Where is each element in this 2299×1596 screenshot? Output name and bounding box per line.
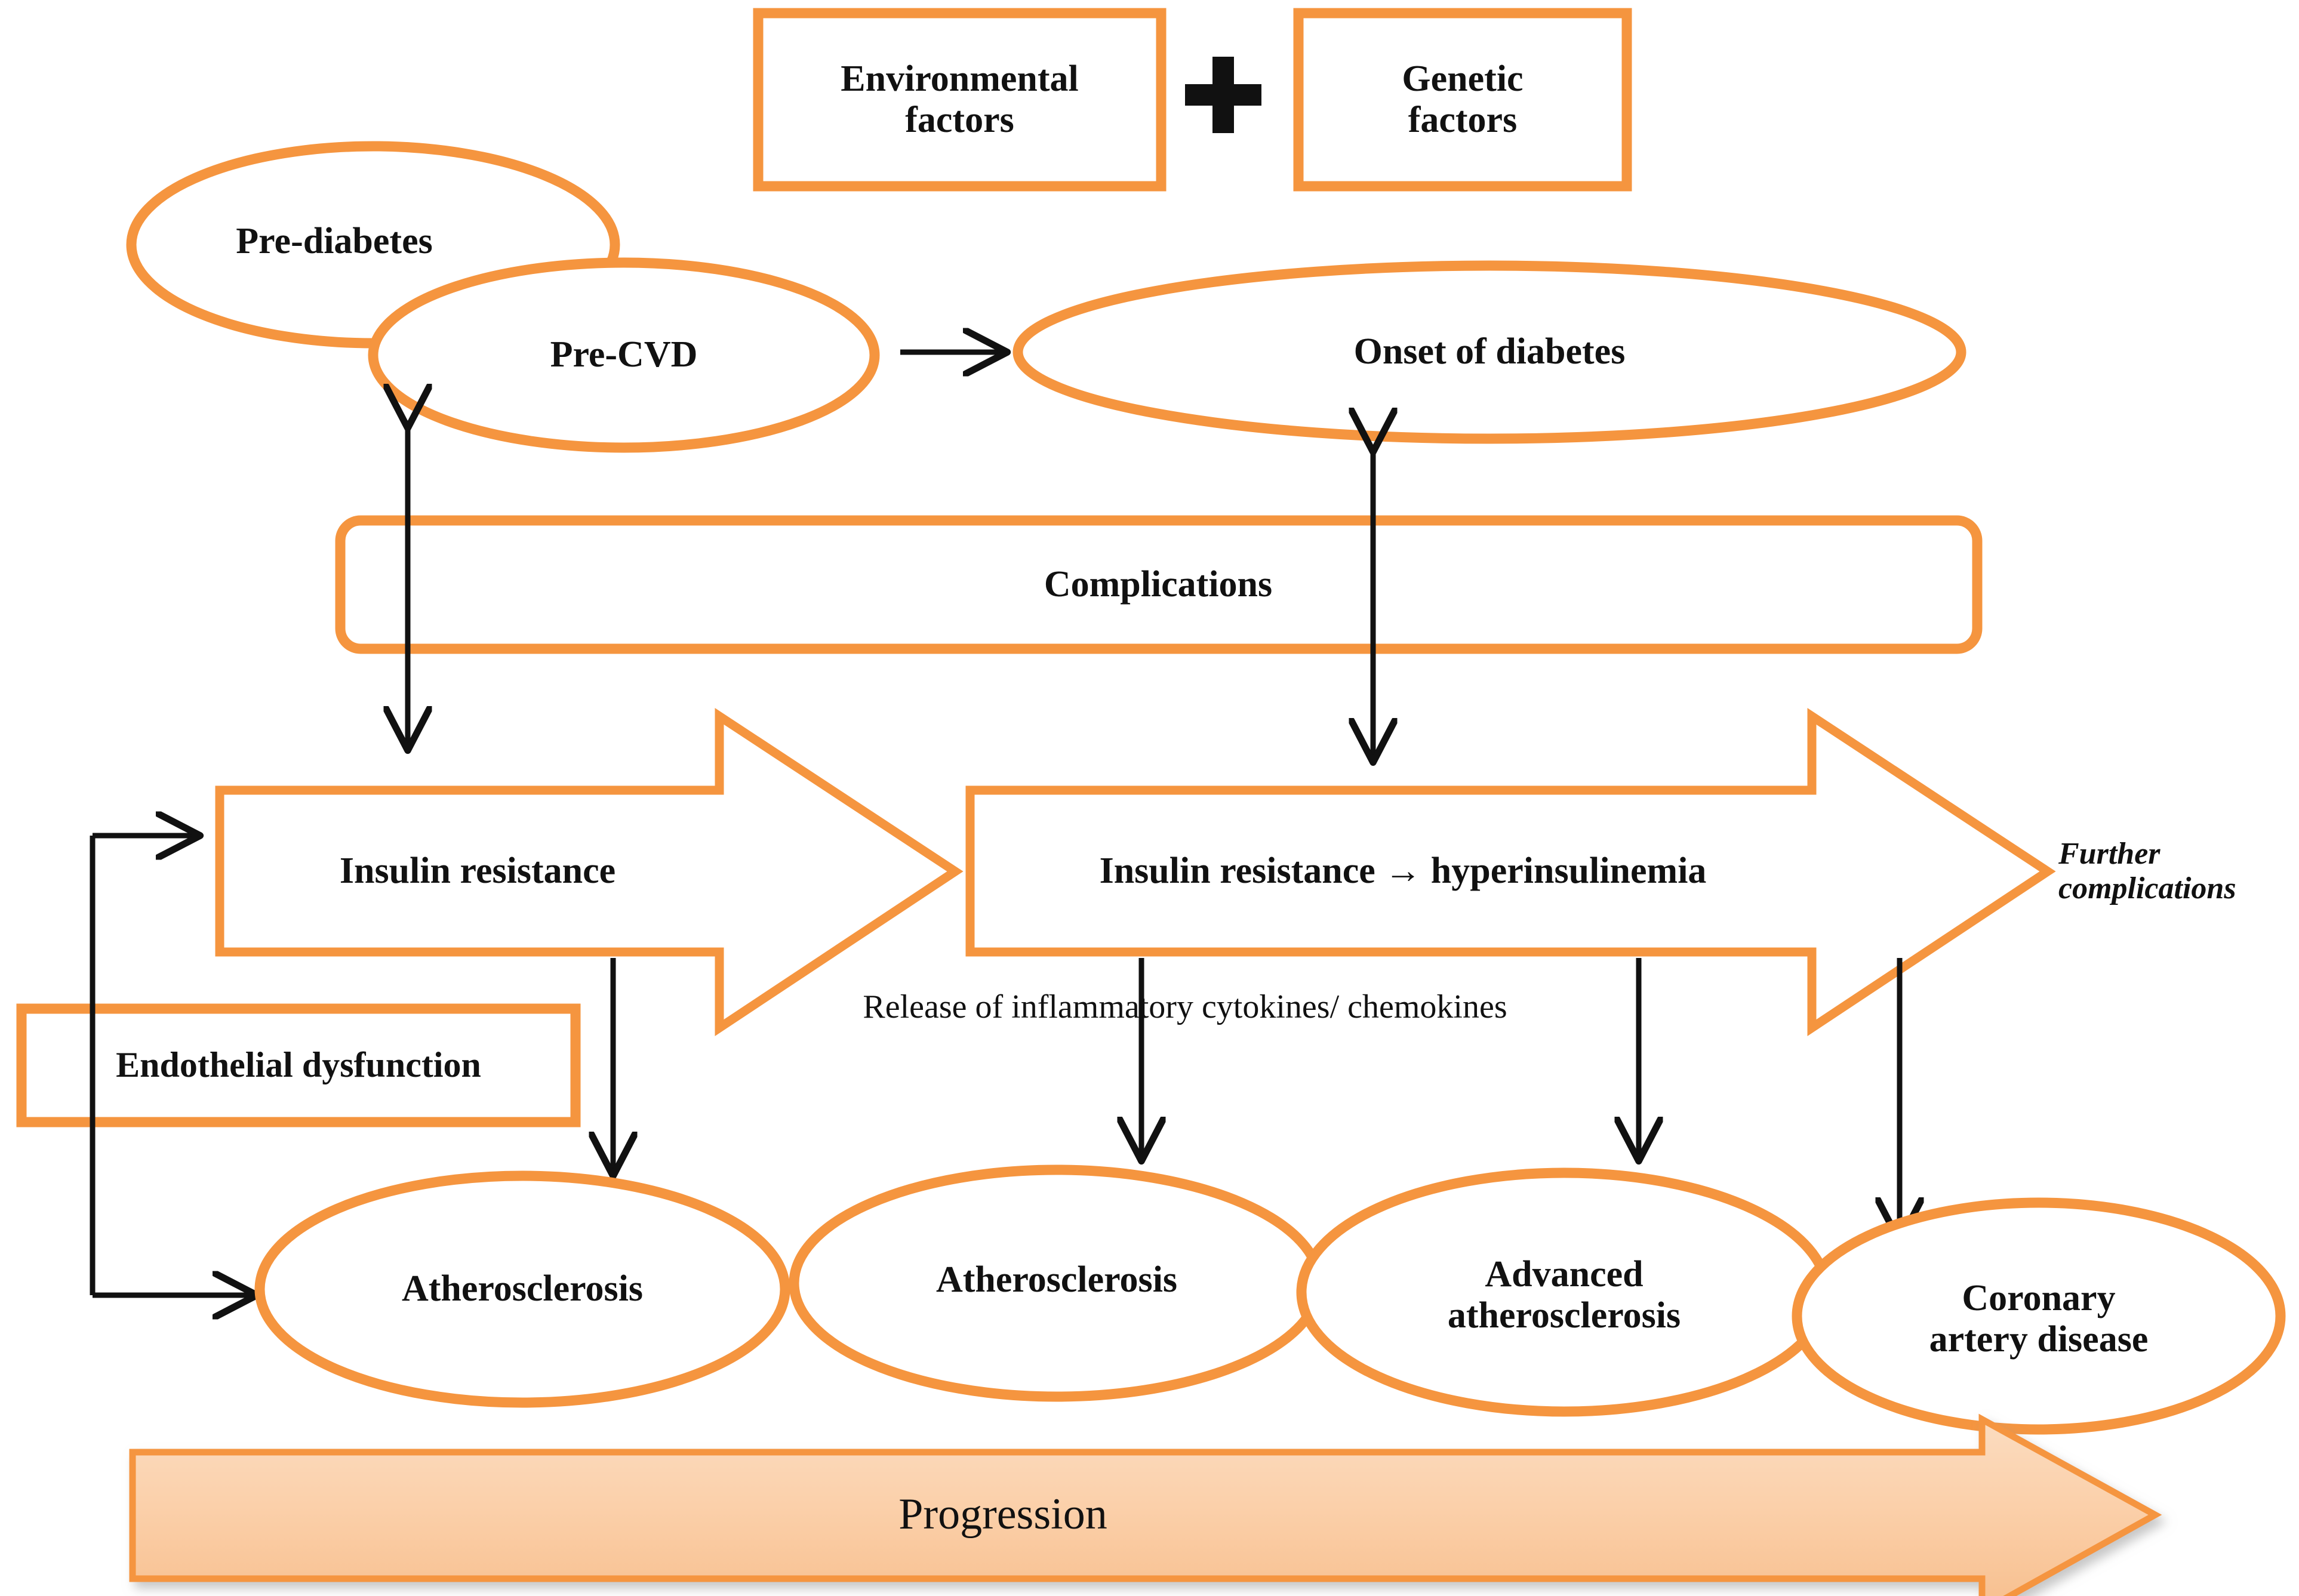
plus-operator-icon <box>1185 57 1261 133</box>
insulin-resistance-block-arrow <box>215 708 964 1036</box>
atherosclerosis-1-ellipse <box>254 1170 790 1408</box>
genetic-factors-box <box>1293 8 1632 192</box>
endothelial-dysfunction-box <box>16 1003 581 1127</box>
progression-arrow-shape <box>129 1413 2162 1596</box>
environmental-factors-box <box>753 8 1167 192</box>
atherosclerosis-2-ellipse <box>789 1164 1325 1402</box>
insulin-resistance-hyperinsulinemia-block-arrow <box>965 708 2056 1036</box>
advanced-atherosclerosis-ellipse <box>1296 1167 1832 1417</box>
complications-bar <box>335 515 1983 654</box>
onset-of-diabetes-ellipse <box>1012 260 1966 444</box>
pre-cvd-ellipse <box>368 257 880 453</box>
coronary-artery-disease-ellipse <box>1792 1197 2286 1435</box>
